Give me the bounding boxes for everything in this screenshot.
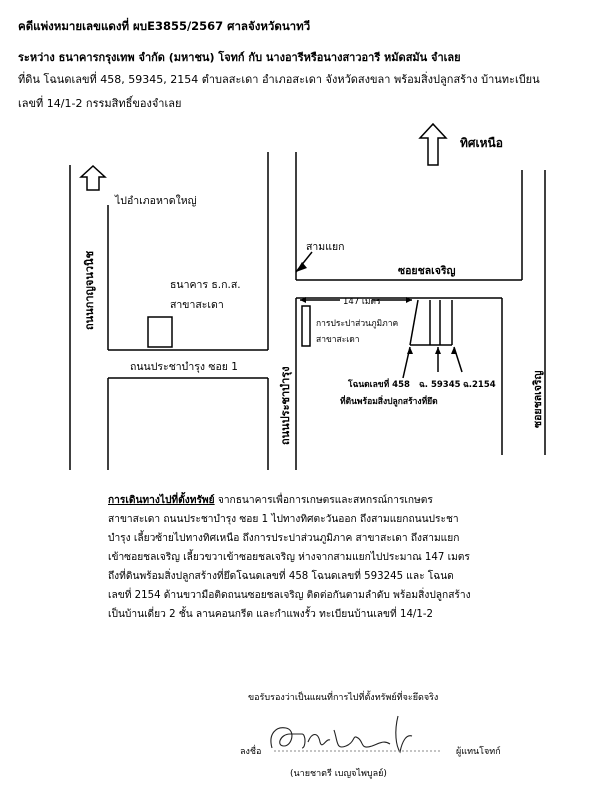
bank-building	[147, 316, 173, 348]
directions-line-4: เข้าซอยชลเจริญ เลี้ยวขวาเข้าซอยชลเจริญ ห…	[108, 552, 470, 563]
soi-chonchaloen-right-label: ซอยชลเจริญ	[532, 370, 544, 428]
directions-line-1: จากธนาคารเพื่อการเกษตรและสหกรณ์การเกษตร	[214, 495, 433, 506]
sign-suffix: ผู้แทนโจทก์	[456, 747, 501, 757]
directions-line-3: บำรุง เลี้ยวซ้ายไปทางทิศเหนือ ถึงการประป…	[108, 533, 460, 544]
soi-chonchaloen-label: ซอยชลเจริญ	[398, 265, 456, 277]
up-arrow-icon	[79, 164, 107, 191]
pracha-bamrung-road-label: ถนนประชาบำรุง	[279, 366, 292, 445]
to-hatyai-label: ไปอำเภอหาดใหญ่	[115, 195, 197, 207]
directions-paragraph: การเดินทางไปที่ตั้งทรัพย์ จากธนาคารเพื่อ…	[108, 491, 528, 624]
property-line-2: เลขที่ 14/1-2 กรรมสิทธิ์ของจำเลย	[18, 97, 182, 110]
directions-line-7: เป็นบ้านเดี่ยว 2 ชั้น ลานคอนกรีต และกำแพ…	[108, 609, 434, 620]
waterworks-label-line1: การประปาส่วนภูมิภาค	[316, 319, 399, 329]
deed-59345-label: ฉ. 59345	[419, 380, 461, 390]
handwritten-signature	[270, 715, 440, 754]
kanchanawanit-road-label: ถนนกาญจนวนิช	[83, 250, 96, 330]
north-label: ทิศเหนือ	[460, 136, 503, 150]
directions-line-5: ถึงที่ดินพร้อมสิ่งปลูกสร้างที่ยึดโฉนดเลข…	[108, 571, 454, 582]
case-number-line: คดีแพ่งหมายเลขแดงที่ ผบE3855/2567 ศาลจัง…	[18, 19, 311, 33]
seized-land-label: ที่ดินพร้อมสิ่งปลูกสร้างที่ยึด	[340, 397, 438, 407]
waterworks-building	[301, 305, 311, 347]
signer-name: (นายชาตรี เบญจไพบูลย์)	[290, 769, 387, 779]
soi1-road-label: ถนนประชาบำรุง ซอย 1	[130, 361, 238, 373]
north-arrow-icon	[418, 122, 448, 166]
sign-prefix: ลงชื่อ	[240, 747, 262, 757]
certification-statement: ขอรับรองว่าเป็นแผนที่การไปที่ตั้งทรัพย์ท…	[248, 693, 439, 703]
directions-heading: การเดินทางไปที่ตั้งทรัพย์	[108, 495, 215, 506]
junction-label: สามแยก	[306, 241, 345, 253]
parties-line: ระหว่าง ธนาคารกรุงเทพ จำกัด (มหาชน) โจทก…	[18, 51, 461, 64]
deed-458-label: โฉนดเลขที่ 458	[348, 380, 410, 390]
directions-line-2: สาขาสะเดา ถนนประชาบำรุง ซอย 1 ไปทางทิศตะ…	[108, 514, 459, 525]
property-line-1: ที่ดิน โฉนดเลขที่ 458, 59345, 2154 ตำบลส…	[18, 73, 540, 86]
bank-label-line1: ธนาคาร ธ.ก.ส.	[170, 279, 241, 291]
bank-label-line2: สาขาสะเดา	[170, 299, 224, 311]
distance-label: 147 เมตร	[343, 297, 381, 307]
waterworks-label-line2: สาขาสะเดา	[316, 335, 360, 345]
deed-2154-label: ฉ.2154	[463, 380, 496, 390]
directions-line-6: เลขที่ 2154 ด้านขวามือติดถนนซอยชลเจริญ ต…	[108, 590, 471, 601]
